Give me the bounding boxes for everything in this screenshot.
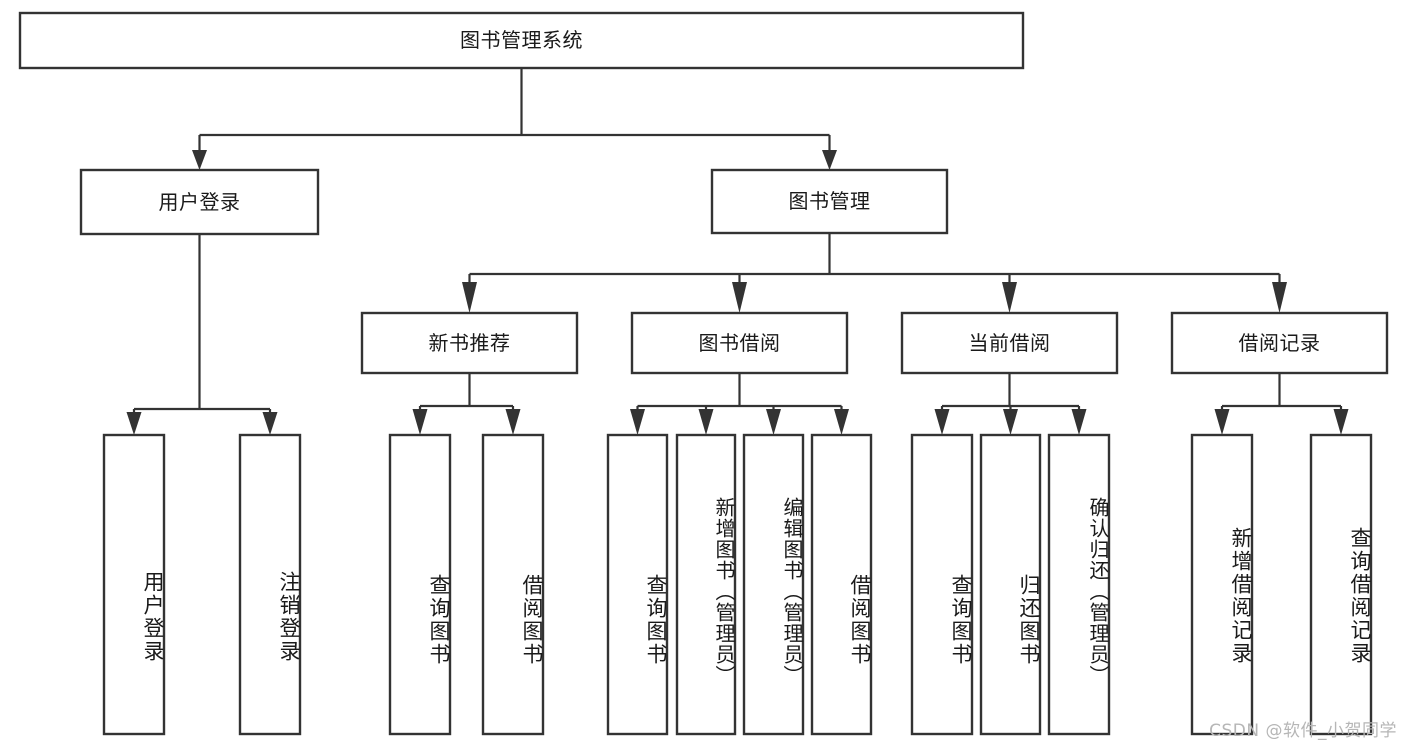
arrow-root-to-user-login — [192, 150, 207, 170]
arrow-root-to-book-manage — [822, 150, 837, 170]
arrow-bookborrow-leaf-4 — [834, 409, 849, 435]
arrow-bookmanage-to-newbook — [462, 282, 477, 313]
node-box-book-manage[interactable] — [710, 168, 949, 235]
node-box-leaf-borrow-book-2[interactable] — [810, 433, 873, 736]
node-box-leaf-borrow-book-1[interactable] — [481, 433, 545, 736]
arrow-newbook-leaf-2 — [505, 409, 521, 435]
arrow-borrowrecord-leaf-1 — [1214, 409, 1230, 435]
arrow-bookborrow-leaf-2 — [698, 409, 714, 435]
node-box-group — [18, 11, 1389, 736]
node-box-leaf-query-book-1[interactable] — [388, 433, 452, 736]
arrow-bookmanage-to-bookborrow — [732, 282, 747, 313]
arrow-bookborrow-leaf-1 — [630, 409, 645, 435]
node-box-leaf-return-book[interactable] — [979, 433, 1042, 736]
arrow-currentborrow-leaf-2 — [1003, 409, 1018, 435]
node-box-leaf-query-record[interactable] — [1309, 433, 1373, 736]
node-box-book-borrow[interactable] — [630, 311, 849, 375]
node-box-new-book-rec[interactable] — [360, 311, 579, 375]
node-box-current-borrow[interactable] — [900, 311, 1119, 375]
arrow-currentborrow-leaf-1 — [934, 409, 950, 435]
arrow-userlogin-leaf-2 — [262, 412, 278, 435]
arrow-bookborrow-leaf-3 — [766, 409, 781, 435]
arrow-userlogin-leaf-1 — [126, 412, 142, 435]
node-box-user-login[interactable] — [79, 168, 320, 236]
arrow-bookmanage-to-borrowrecord — [1272, 282, 1287, 313]
node-box-leaf-user-logout[interactable] — [238, 433, 302, 736]
node-box-leaf-add-record[interactable] — [1190, 433, 1254, 736]
node-box-leaf-query-book-2[interactable] — [606, 433, 669, 736]
connector-group — [126, 68, 1349, 435]
node-box-leaf-add-book[interactable] — [675, 433, 737, 736]
watermark-text: CSDN @软件_小贺同学 — [1209, 721, 1397, 741]
node-box-root[interactable] — [18, 11, 1025, 70]
node-box-leaf-query-book-3[interactable] — [910, 433, 974, 736]
arrow-borrowrecord-leaf-2 — [1333, 409, 1349, 435]
node-box-leaf-user-login[interactable] — [102, 433, 166, 736]
node-box-leaf-confirm-return[interactable] — [1047, 433, 1111, 736]
node-box-borrow-record[interactable] — [1170, 311, 1389, 375]
arrow-newbook-leaf-1 — [412, 409, 428, 435]
arrow-bookmanage-to-currentborrow — [1002, 282, 1017, 313]
node-box-leaf-edit-book[interactable] — [742, 433, 805, 736]
arrow-currentborrow-leaf-3 — [1071, 409, 1087, 435]
